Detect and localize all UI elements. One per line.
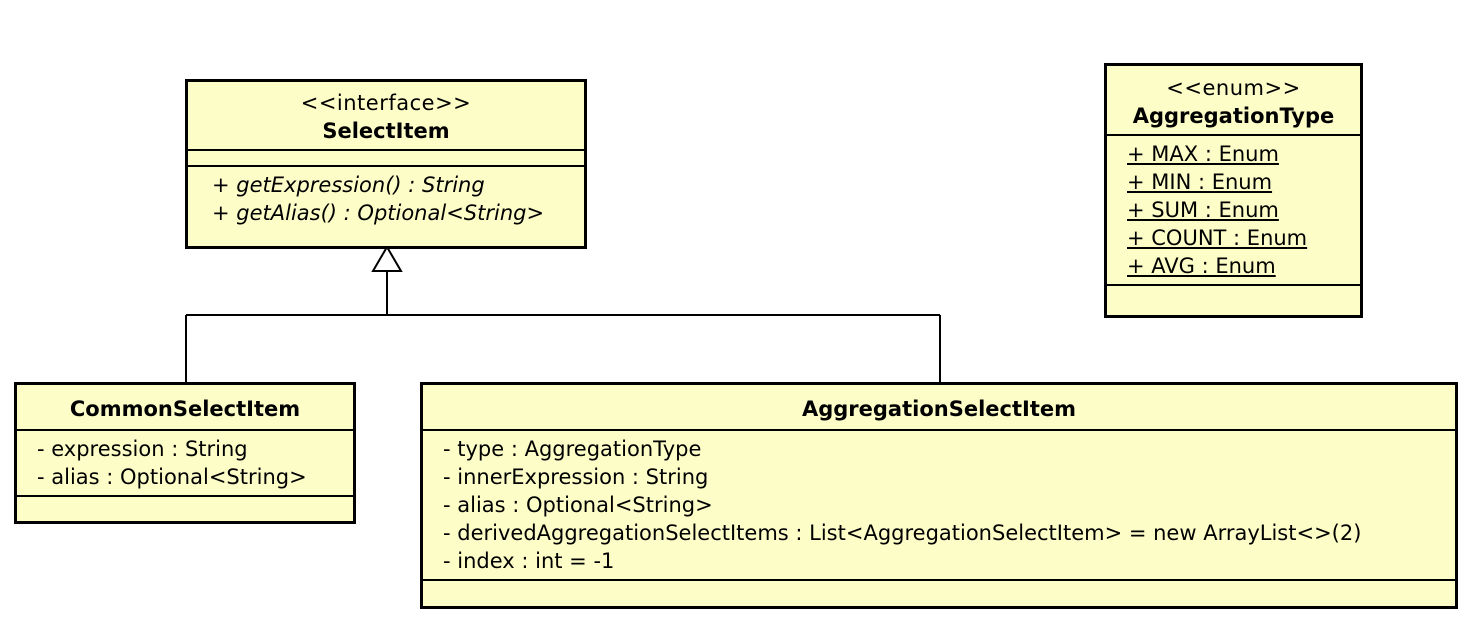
select-item-class[interactable]: <<interface>> SelectItem + getExpression… bbox=[185, 79, 587, 249]
common-select-item-class[interactable]: CommonSelectItem - expression : String -… bbox=[14, 382, 356, 524]
class-name: CommonSelectItem bbox=[69, 397, 301, 421]
class-header: AggregationSelectItem bbox=[423, 385, 1455, 429]
enum-literal: + SUM : Enum bbox=[1127, 198, 1279, 222]
operations-compartment bbox=[17, 495, 353, 515]
class-name: SelectItem bbox=[322, 119, 450, 143]
class-header: CommonSelectItem bbox=[17, 385, 353, 429]
attribute-item: - derivedAggregationSelectItems : List<A… bbox=[443, 521, 1362, 545]
literals-compartment: + MAX : Enum + MIN : Enum + SUM : Enum +… bbox=[1107, 134, 1360, 284]
aggregation-select-item-class[interactable]: AggregationSelectItem - type : Aggregati… bbox=[420, 382, 1458, 609]
realization-arrowhead bbox=[371, 245, 403, 272]
operation-item: + getExpression() : String bbox=[212, 173, 485, 197]
aggregation-type-enum[interactable]: <<enum>> AggregationType + MAX : Enum + … bbox=[1104, 63, 1363, 318]
attributes-compartment: - expression : String - alias : Optional… bbox=[17, 429, 353, 495]
attribute-item: - type : AggregationType bbox=[443, 437, 702, 461]
class-header: <<interface>> SelectItem bbox=[188, 82, 584, 149]
operation-item: + getAlias() : Optional<String> bbox=[212, 201, 545, 225]
attribute-item: - alias : Optional<String> bbox=[443, 493, 713, 517]
class-name: AggregationSelectItem bbox=[801, 397, 1076, 421]
enum-literal: + AVG : Enum bbox=[1127, 254, 1276, 278]
stereotype-label: <<enum>> bbox=[1166, 76, 1301, 100]
operations-compartment: + getExpression() : String + getAlias() … bbox=[188, 165, 584, 231]
enum-literal: + MIN : Enum bbox=[1127, 170, 1273, 194]
attribute-item: - index : int = -1 bbox=[443, 549, 615, 573]
operations-compartment bbox=[423, 579, 1455, 599]
attribute-item: - alias : Optional<String> bbox=[37, 465, 307, 489]
class-name: AggregationType bbox=[1132, 104, 1335, 128]
operations-compartment bbox=[1107, 284, 1360, 304]
attributes-compartment bbox=[188, 149, 584, 165]
class-header: <<enum>> AggregationType bbox=[1107, 66, 1360, 134]
attributes-compartment: - type : AggregationType - innerExpressi… bbox=[423, 429, 1455, 579]
attribute-item: - expression : String bbox=[37, 437, 248, 461]
enum-literal: + COUNT : Enum bbox=[1127, 226, 1308, 250]
attribute-item: - innerExpression : String bbox=[443, 465, 709, 489]
enum-literal: + MAX : Enum bbox=[1127, 142, 1279, 166]
stereotype-label: <<interface>> bbox=[300, 91, 472, 115]
